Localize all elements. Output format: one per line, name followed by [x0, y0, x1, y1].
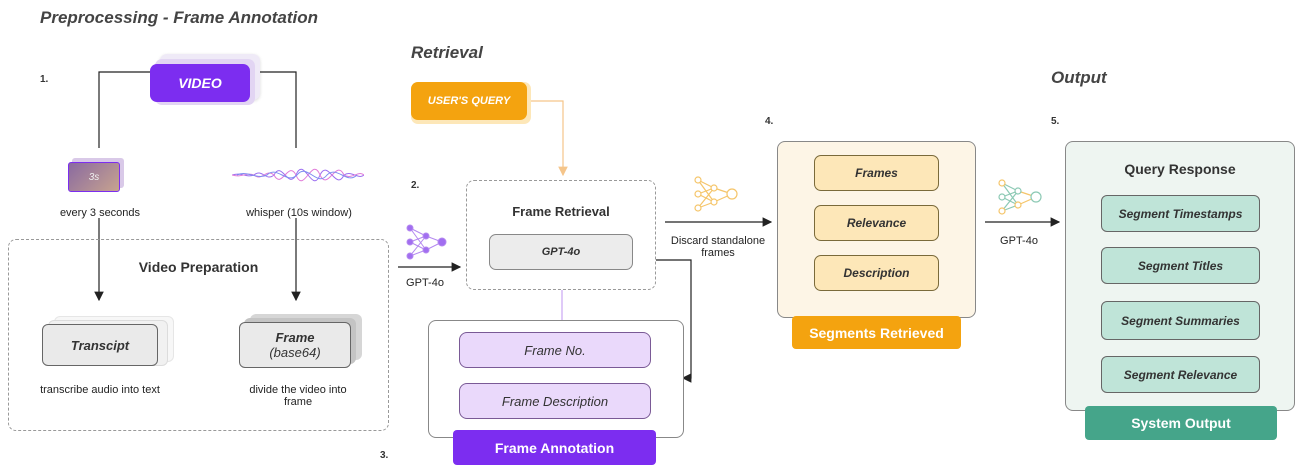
caption-whisper: whisper (10s window): [246, 207, 352, 219]
step-1: 1.: [40, 74, 49, 85]
step-2: 2.: [411, 180, 420, 191]
caption-discard: Discard standalone frames: [670, 235, 766, 259]
title-preprocessing: Preprocessing - Frame Annotation: [40, 8, 319, 27]
frame-sublabel: (base64): [269, 345, 321, 360]
step-5: 5.: [1051, 116, 1060, 127]
arrow-query: [530, 100, 568, 177]
video-box: VIDEO: [150, 64, 250, 102]
response-item-titles: Segment Titles: [1101, 247, 1260, 284]
gpt4o-box: GPT-4o: [489, 234, 633, 270]
title-output: Output: [1051, 68, 1107, 87]
frame-retrieval-title: Frame Retrieval: [512, 204, 610, 219]
transcript-box: Transcipt: [42, 324, 158, 366]
caption-divide: divide the video into frame: [249, 384, 347, 408]
segments-retrieved-label: Segments Retrieved: [792, 316, 961, 349]
segment-item-description: Description: [814, 255, 939, 291]
response-item-relevance: Segment Relevance: [1101, 356, 1260, 393]
query-response-title: Query Response: [1124, 161, 1236, 177]
neural-network-icon-center: [694, 176, 738, 212]
frame-no-box: Frame No.: [459, 332, 651, 368]
frame-description-box: Frame Description: [459, 383, 651, 419]
user-query-box: USER'S QUERY: [411, 82, 527, 120]
system-output-label: System Output: [1085, 406, 1277, 440]
caption-gpt-right: GPT-4o: [1000, 235, 1038, 247]
video-preparation-container: [8, 239, 389, 431]
step-4: 4.: [765, 116, 774, 127]
video-right-line: [250, 71, 297, 148]
frame-box: Frame (base64): [239, 322, 351, 368]
caption-every-3-seconds: every 3 seconds: [59, 207, 141, 219]
segment-item-frames: Frames: [814, 155, 939, 191]
thumbnail-3s: 3s: [68, 162, 120, 192]
response-item-summaries: Segment Summaries: [1101, 301, 1260, 340]
caption-transcribe: transcribe audio into text: [40, 384, 160, 396]
response-item-timestamps: Segment Timestamps: [1101, 195, 1260, 232]
video-left-line: [98, 71, 150, 148]
waveform-icon: [232, 168, 364, 182]
segment-item-relevance: Relevance: [814, 205, 939, 241]
frame-label: Frame: [275, 330, 315, 345]
step-3: 3.: [380, 450, 389, 461]
video-preparation-title: Video Preparation: [138, 259, 259, 275]
neural-network-icon-right: [998, 179, 1042, 215]
frame-annotation-label: Frame Annotation: [453, 430, 656, 465]
caption-gpt-left: GPT-4o: [406, 277, 444, 289]
neural-network-icon-left: [406, 224, 447, 260]
arrow-retrieval-annotation: [656, 259, 692, 383]
title-retrieval: Retrieval: [411, 43, 483, 62]
